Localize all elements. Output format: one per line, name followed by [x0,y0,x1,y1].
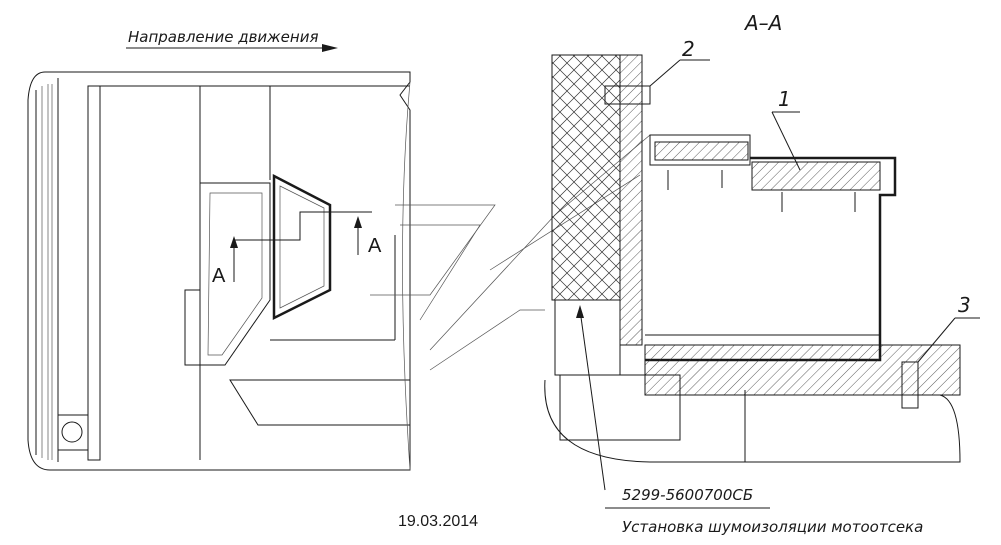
lower-outline [544,379,961,463]
insulation-panel [272,173,332,321]
bracket-2 [604,85,651,105]
break-line [402,81,411,471]
lower-channel [559,374,681,441]
wall-insulation [551,54,621,301]
insulation-top-fill [751,161,881,191]
section-label: А–А [743,11,782,35]
section-cut-line [234,211,372,241]
projection-1 [370,204,496,296]
hub-box [57,414,89,451]
top-view: А А [27,71,411,471]
section-arrow-right-head [354,216,362,228]
frame-rail [87,85,101,461]
callout-1: 1 [778,87,791,111]
part-number: 5299-5600700СБ [622,486,753,504]
rear-panel-lines [41,84,53,460]
projection-2 [400,224,481,321]
title-block: 5299-5600700СБ Установка шумоизоляции мо… [398,486,923,536]
side-panel [199,182,271,366]
fastener-3 [901,361,919,409]
section-mark-right: А [368,235,382,257]
section-view: А–А [544,11,961,463]
insulation-panel-inner [279,185,325,309]
drawing-date: 19.03.2014 [398,513,478,530]
part-number-leader [579,309,606,491]
direction-arrow-head [322,44,338,52]
side-panel-inner [207,192,263,356]
fastener-pins [667,170,856,212]
wheel-hub [61,421,83,443]
direction-indicator: Направление движения [126,28,338,52]
floor-section [644,344,961,396]
callout-3: 3 [958,293,971,317]
upper-beam [649,134,751,166]
upper-beam-fill [654,141,749,161]
part-title: Установка шумоизоляции мотоотсека [622,518,923,536]
callout-2: 2 [682,37,695,61]
callout-2-leader [649,59,681,87]
section-arrow-left-head [230,236,238,248]
callout-1-leader [771,111,801,171]
projection-5 [429,309,545,371]
wall-panel [619,54,643,346]
section-mark-left: А [212,265,226,287]
lower-bracket [184,289,201,366]
body-outline [27,71,411,471]
direction-label: Направление движения [128,28,318,46]
callouts: 2 1 3 [576,37,980,491]
floor-box [229,379,411,426]
callout-3-leader [917,317,956,363]
part-number-arrow [576,305,584,318]
